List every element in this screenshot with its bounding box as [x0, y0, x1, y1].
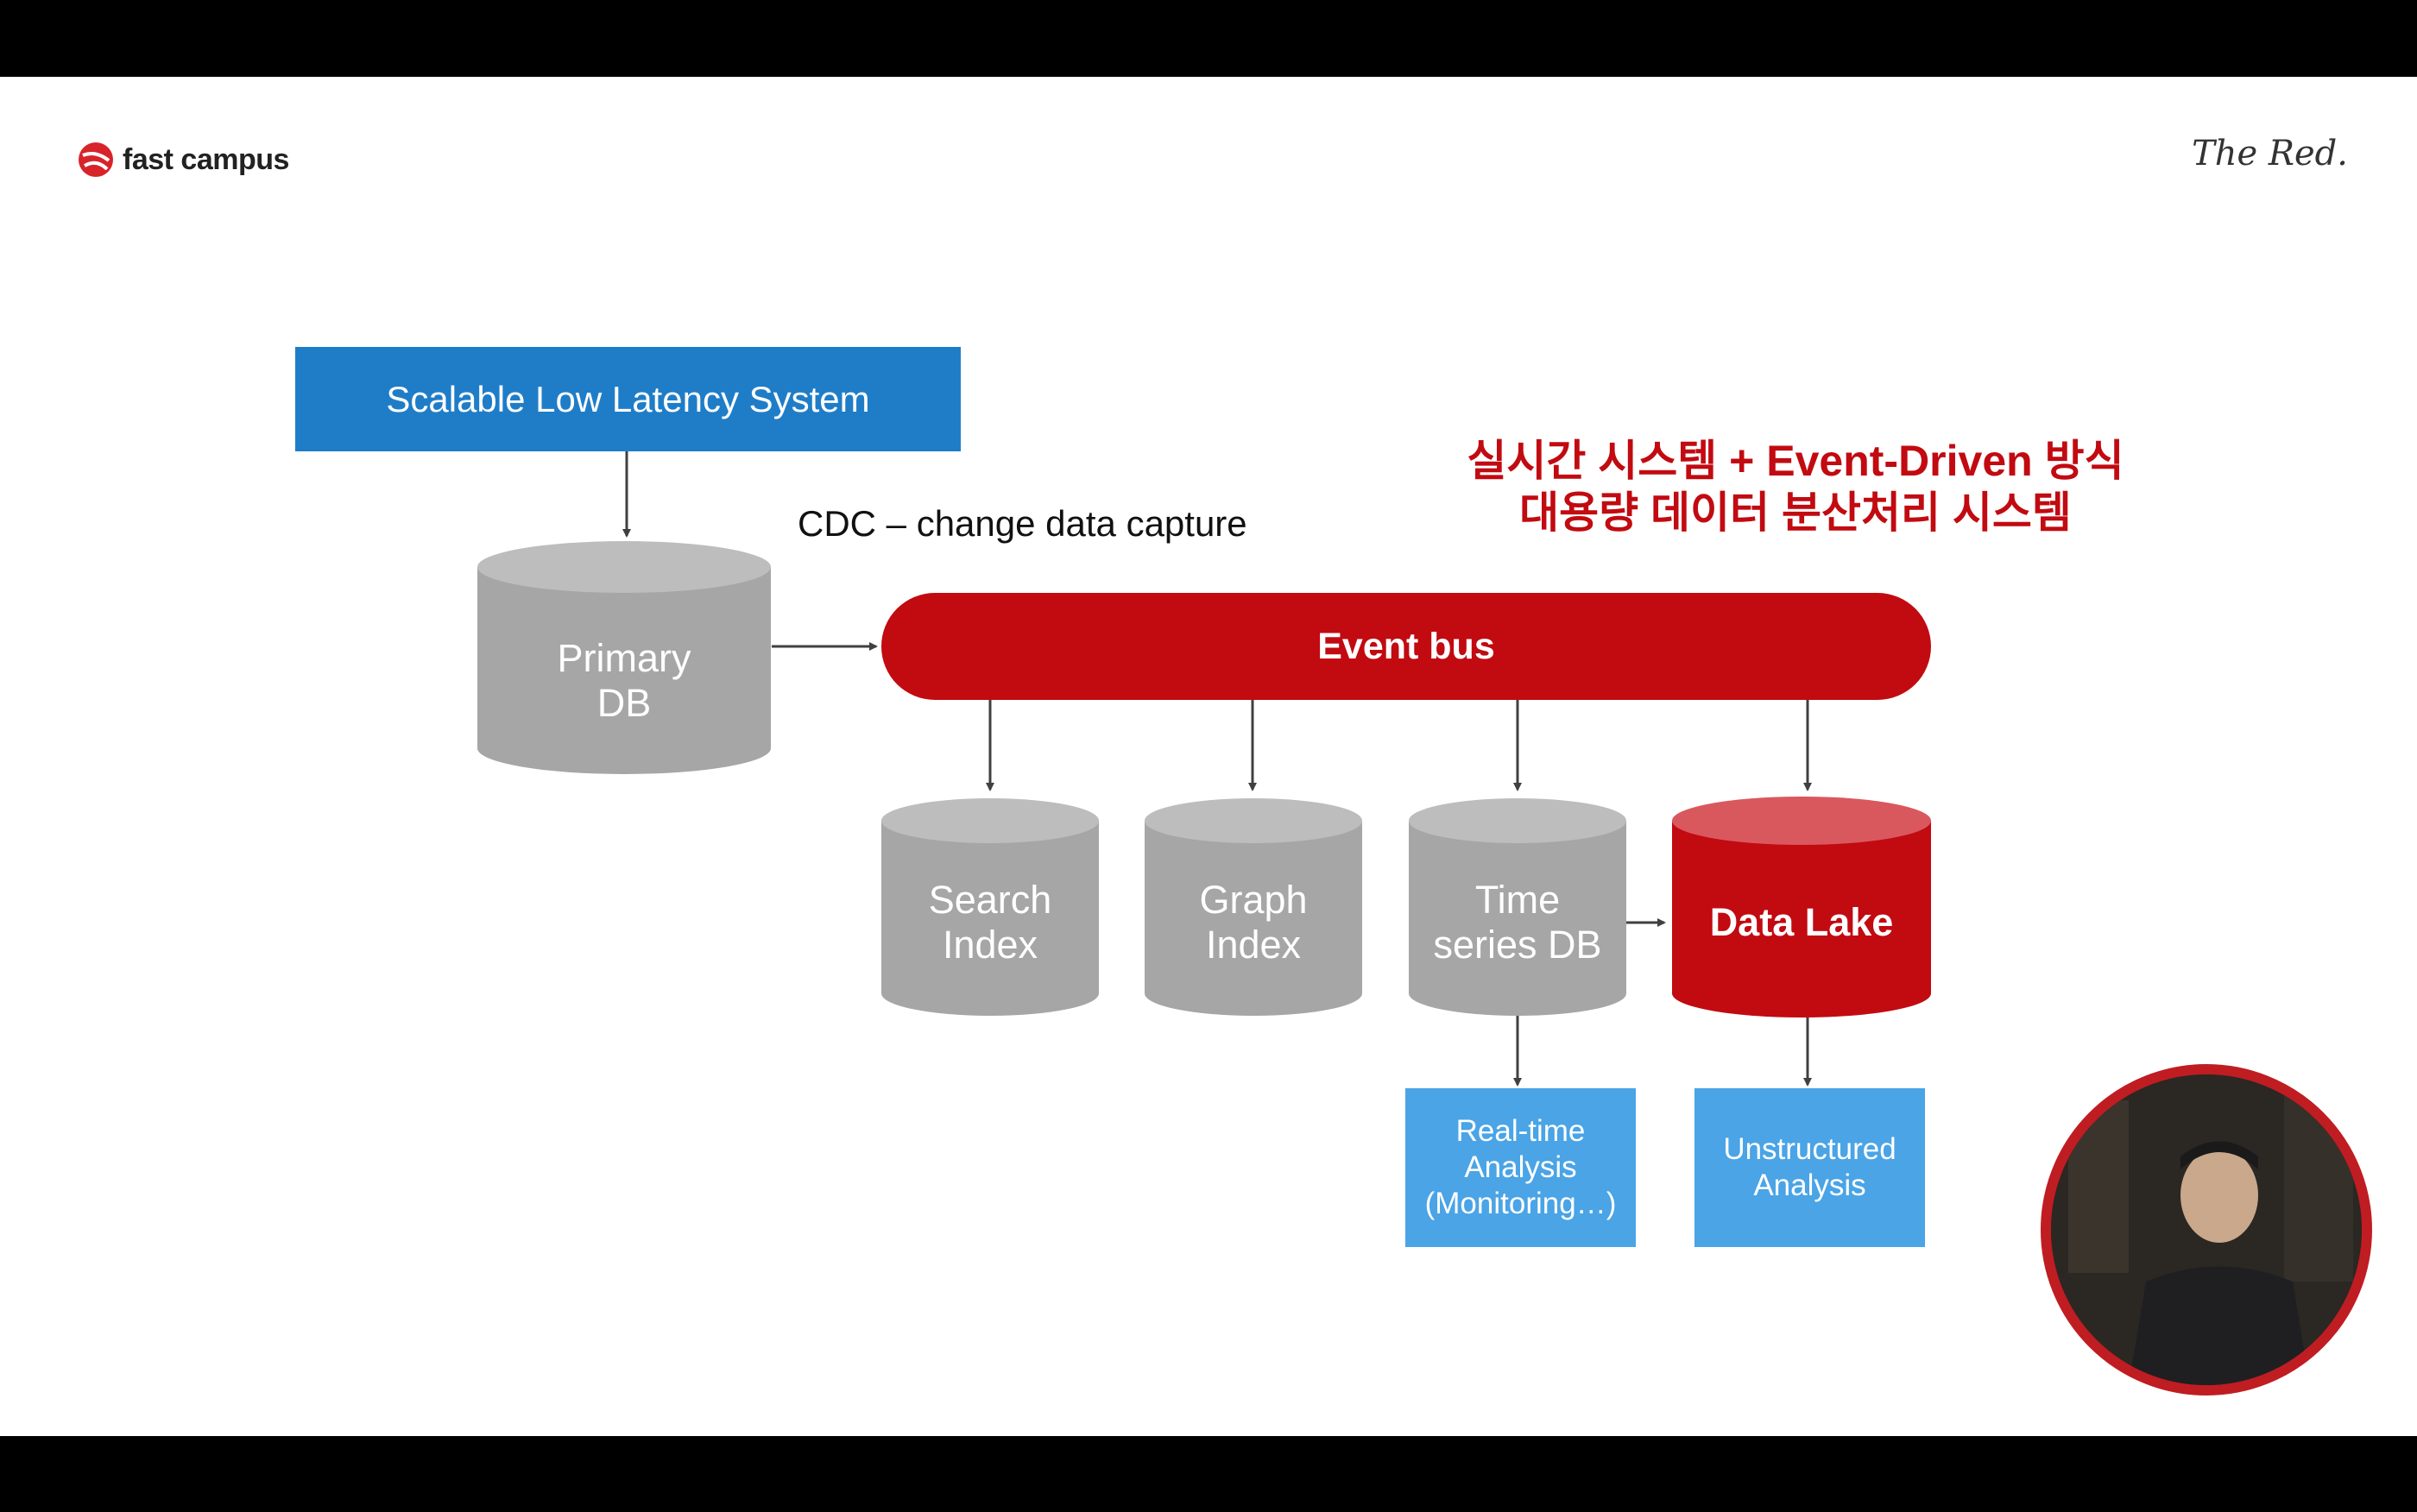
search-index-label-line1: Search — [928, 878, 1052, 922]
realtime-analysis-line1: Real-time — [1455, 1114, 1586, 1148]
presenter-silhouette — [2051, 1074, 2362, 1385]
primary-db-label-line2: DB — [596, 681, 652, 725]
fastcampus-logo: fast campus — [78, 142, 289, 178]
headline-line1: 실시간 시스템 + Event-Driven 방식 — [1467, 437, 2124, 485]
diagram-graphics — [477, 451, 1931, 1087]
data-lake-label: Data Lake — [1672, 871, 1931, 974]
primary-db-cylinder — [477, 541, 771, 774]
time-series-db-label-line2: series DB — [1433, 923, 1602, 967]
time-series-db-label-line1: Time — [1474, 878, 1561, 922]
presenter-video — [2041, 1064, 2372, 1395]
headline: 실시간 시스템 + Event-Driven 방식 대용량 데이터 분산처리 시… — [1416, 435, 2175, 539]
signature: The Red. — [2192, 134, 2348, 173]
search-index-label: Search Index — [881, 871, 1099, 974]
graph-index-label-line2: Index — [1205, 923, 1302, 967]
unstructured-analysis-box: Unstructured Analysis — [1694, 1088, 1925, 1247]
graph-index-label: Graph Index — [1145, 871, 1362, 974]
primary-db-label-line1: Primary — [557, 636, 691, 680]
scalable-system-box: Scalable Low Latency System — [295, 347, 961, 451]
search-index-cylinder — [881, 798, 1099, 1016]
slide: fast campus The Red. — [0, 77, 2417, 1436]
event-bus: Event bus — [881, 593, 1931, 700]
realtime-analysis-line2: Analysis — [1464, 1150, 1577, 1184]
cdc-label: CDC – change data capture — [798, 503, 1247, 544]
logo-text: fast campus — [123, 142, 289, 176]
fastcampus-logo-icon — [79, 142, 113, 177]
scalable-system-label: Scalable Low Latency System — [386, 378, 870, 419]
search-index-label-line2: Index — [942, 923, 1038, 967]
data-lake-label-line1: Data Lake — [1709, 900, 1894, 944]
data-lake-cylinder — [1672, 797, 1931, 1017]
event-bus-label: Event bus — [1317, 625, 1495, 667]
graph-index-cylinder — [1145, 798, 1362, 1016]
graph-index-label-line1: Graph — [1199, 878, 1308, 922]
realtime-analysis-line3: (Monitoring…) — [1424, 1187, 1617, 1220]
unstructured-analysis-line2: Analysis — [1753, 1169, 1866, 1202]
headline-line2: 대용량 데이터 분산처리 시스템 — [1519, 488, 2072, 537]
time-series-db-cylinder — [1409, 798, 1626, 1016]
time-series-db-label: Time series DB — [1409, 871, 1626, 974]
primary-db-label: Primary DB — [477, 629, 771, 733]
realtime-analysis-box: Real-time Analysis (Monitoring…) — [1405, 1088, 1636, 1247]
unstructured-analysis-line1: Unstructured — [1723, 1132, 1896, 1166]
